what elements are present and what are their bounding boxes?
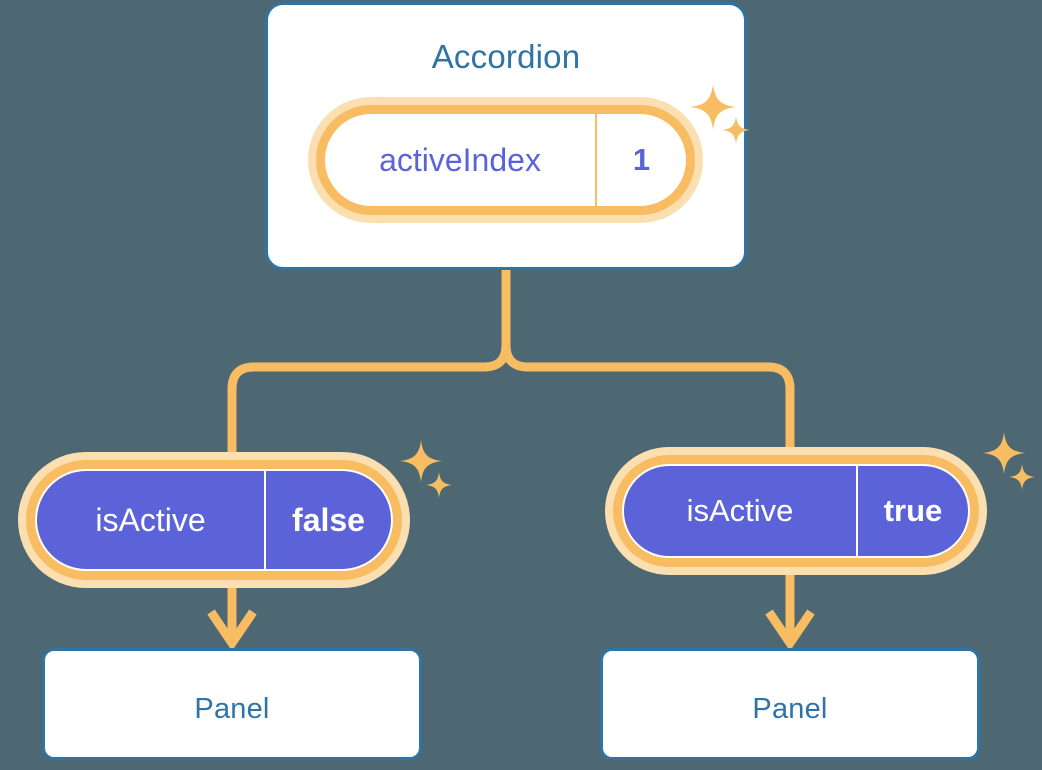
badge-content: isActive false — [35, 469, 393, 571]
arrow-down-icon-left — [207, 588, 257, 652]
sparkle-icon — [400, 440, 442, 482]
panel-card-right[interactable]: Panel — [600, 648, 980, 760]
badge-content: activeIndex 1 — [325, 114, 686, 206]
page-title: Accordion — [431, 38, 581, 75]
sparkle-icon-small — [426, 472, 452, 498]
prop-badge-isactive-right[interactable]: isActive true — [605, 447, 987, 575]
badge-value: false — [292, 501, 365, 538]
connector-left-branch — [227, 265, 511, 457]
panel-title: Panel — [194, 693, 270, 725]
panel-card-left[interactable]: Panel — [42, 648, 422, 760]
badge-value: 1 — [632, 142, 651, 177]
badge-name: isActive — [624, 466, 858, 556]
badge-name: isActive — [37, 471, 266, 569]
panel-title: Panel — [752, 693, 828, 725]
state-badge-activeindex[interactable]: activeIndex 1 — [308, 97, 703, 223]
badge-name: activeIndex — [325, 114, 597, 206]
arrow-down-icon-right — [765, 575, 815, 652]
badge-value: true — [883, 493, 943, 528]
sparkle-icon-small — [1009, 464, 1035, 490]
sparkle-icon — [983, 432, 1025, 474]
badge-content: isActive true — [622, 464, 970, 558]
connector-right-branch — [501, 265, 795, 457]
prop-badge-isactive-left[interactable]: isActive false — [18, 452, 410, 588]
